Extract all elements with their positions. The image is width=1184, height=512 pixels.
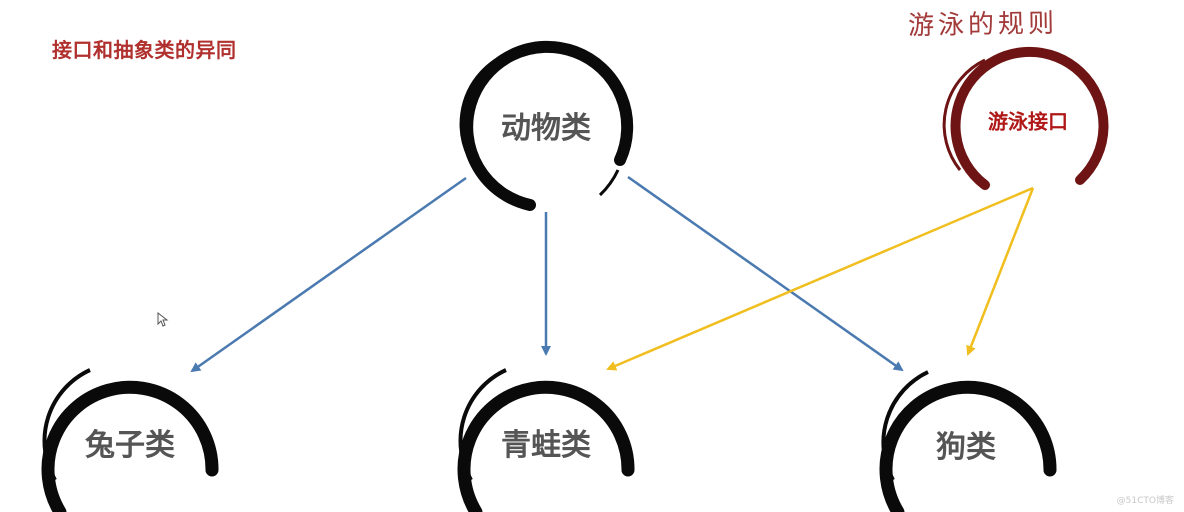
node-animal-label: 动物类: [501, 111, 591, 146]
node-dog-label: 狗类: [936, 430, 996, 465]
arrow-animal-to-dog: [627, 175, 904, 372]
animal-circle: [459, 40, 634, 211]
arrow-interface-to-dog: [966, 187, 1035, 356]
diagram-title: 接口和抽象类的异同: [52, 38, 237, 62]
node-rabbit-label: 兔子类: [85, 428, 175, 463]
frog-circle: [457, 368, 635, 512]
watermark: @51CTO博客: [1116, 496, 1174, 506]
arrow-animal-to-rabbit: [190, 176, 467, 373]
arrow-interface-to-frog: [606, 186, 1034, 371]
dog-circle: [879, 370, 1057, 512]
swim-interface-circle: [942, 46, 1109, 190]
rabbit-circle: [41, 368, 219, 512]
node-swim-interface-label: 游泳接口: [988, 109, 1068, 134]
node-frog-label: 青蛙类: [501, 428, 591, 463]
mouse-cursor-icon: [157, 312, 169, 327]
